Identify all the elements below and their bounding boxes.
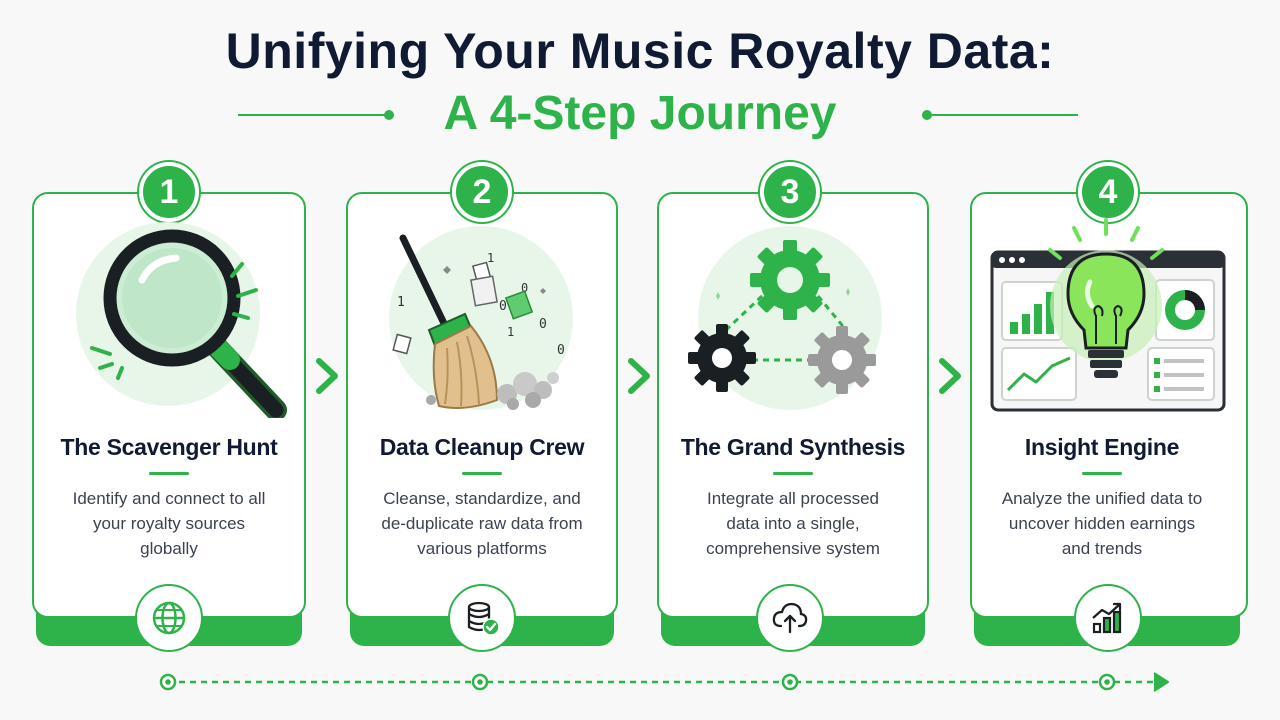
chevron-right-icon <box>939 358 961 394</box>
step-title: Data Cleanup Crew <box>379 434 585 460</box>
svg-text:1: 1 <box>397 295 405 310</box>
step-number-badge: 4 <box>1078 162 1138 222</box>
title-underline <box>1082 472 1122 475</box>
page-subtitle: A 4-Step Journey <box>443 87 837 140</box>
progress-timeline <box>159 672 1169 692</box>
chevron-right-icon <box>316 358 338 394</box>
growth-chart-icon <box>1074 584 1142 652</box>
step-number-badge: 1 <box>139 162 199 222</box>
title-divider-right <box>932 114 1078 116</box>
step-description: Integrate all processed data into a sing… <box>706 489 880 558</box>
lightbulb-dashboard-icon <box>990 218 1226 412</box>
step-title: Insight Engine <box>1024 434 1180 460</box>
step-description: Cleanse, standardize, and de-duplicate r… <box>381 489 583 558</box>
cloud-upload-icon <box>756 584 824 652</box>
svg-text:0: 0 <box>499 299 507 314</box>
step-number-badge: 3 <box>760 162 820 222</box>
step-title: The Scavenger Hunt <box>60 434 278 460</box>
step-description: Analyze the unified data to uncover hidd… <box>1001 489 1203 558</box>
svg-text:0: 0 <box>557 343 565 358</box>
svg-text:0: 0 <box>521 281 528 295</box>
step-number-badge: 2 <box>452 162 512 222</box>
page-title: Unifying Your Music Royalty Data: <box>225 23 1055 79</box>
database-check-icon <box>448 584 516 652</box>
title-underline <box>773 472 813 475</box>
svg-text:1: 1 <box>487 251 494 265</box>
title-divider-dot-left <box>384 110 394 120</box>
svg-text:0: 0 <box>539 317 547 332</box>
chevron-right-icon <box>628 358 650 394</box>
title-underline <box>149 472 189 475</box>
step-title: The Grand Synthesis <box>680 434 906 460</box>
gears-icon <box>688 226 882 410</box>
broom-icon: 1 1 0 1 0 0 0 <box>389 226 573 410</box>
title-underline <box>462 472 502 475</box>
globe-icon <box>135 584 203 652</box>
title-divider-left <box>238 114 388 116</box>
title-divider-dot-right <box>922 110 932 120</box>
svg-text:1: 1 <box>507 325 514 339</box>
step-description: Identify and connect to all your royalty… <box>72 489 266 558</box>
magnifying-glass-icon <box>76 222 287 418</box>
